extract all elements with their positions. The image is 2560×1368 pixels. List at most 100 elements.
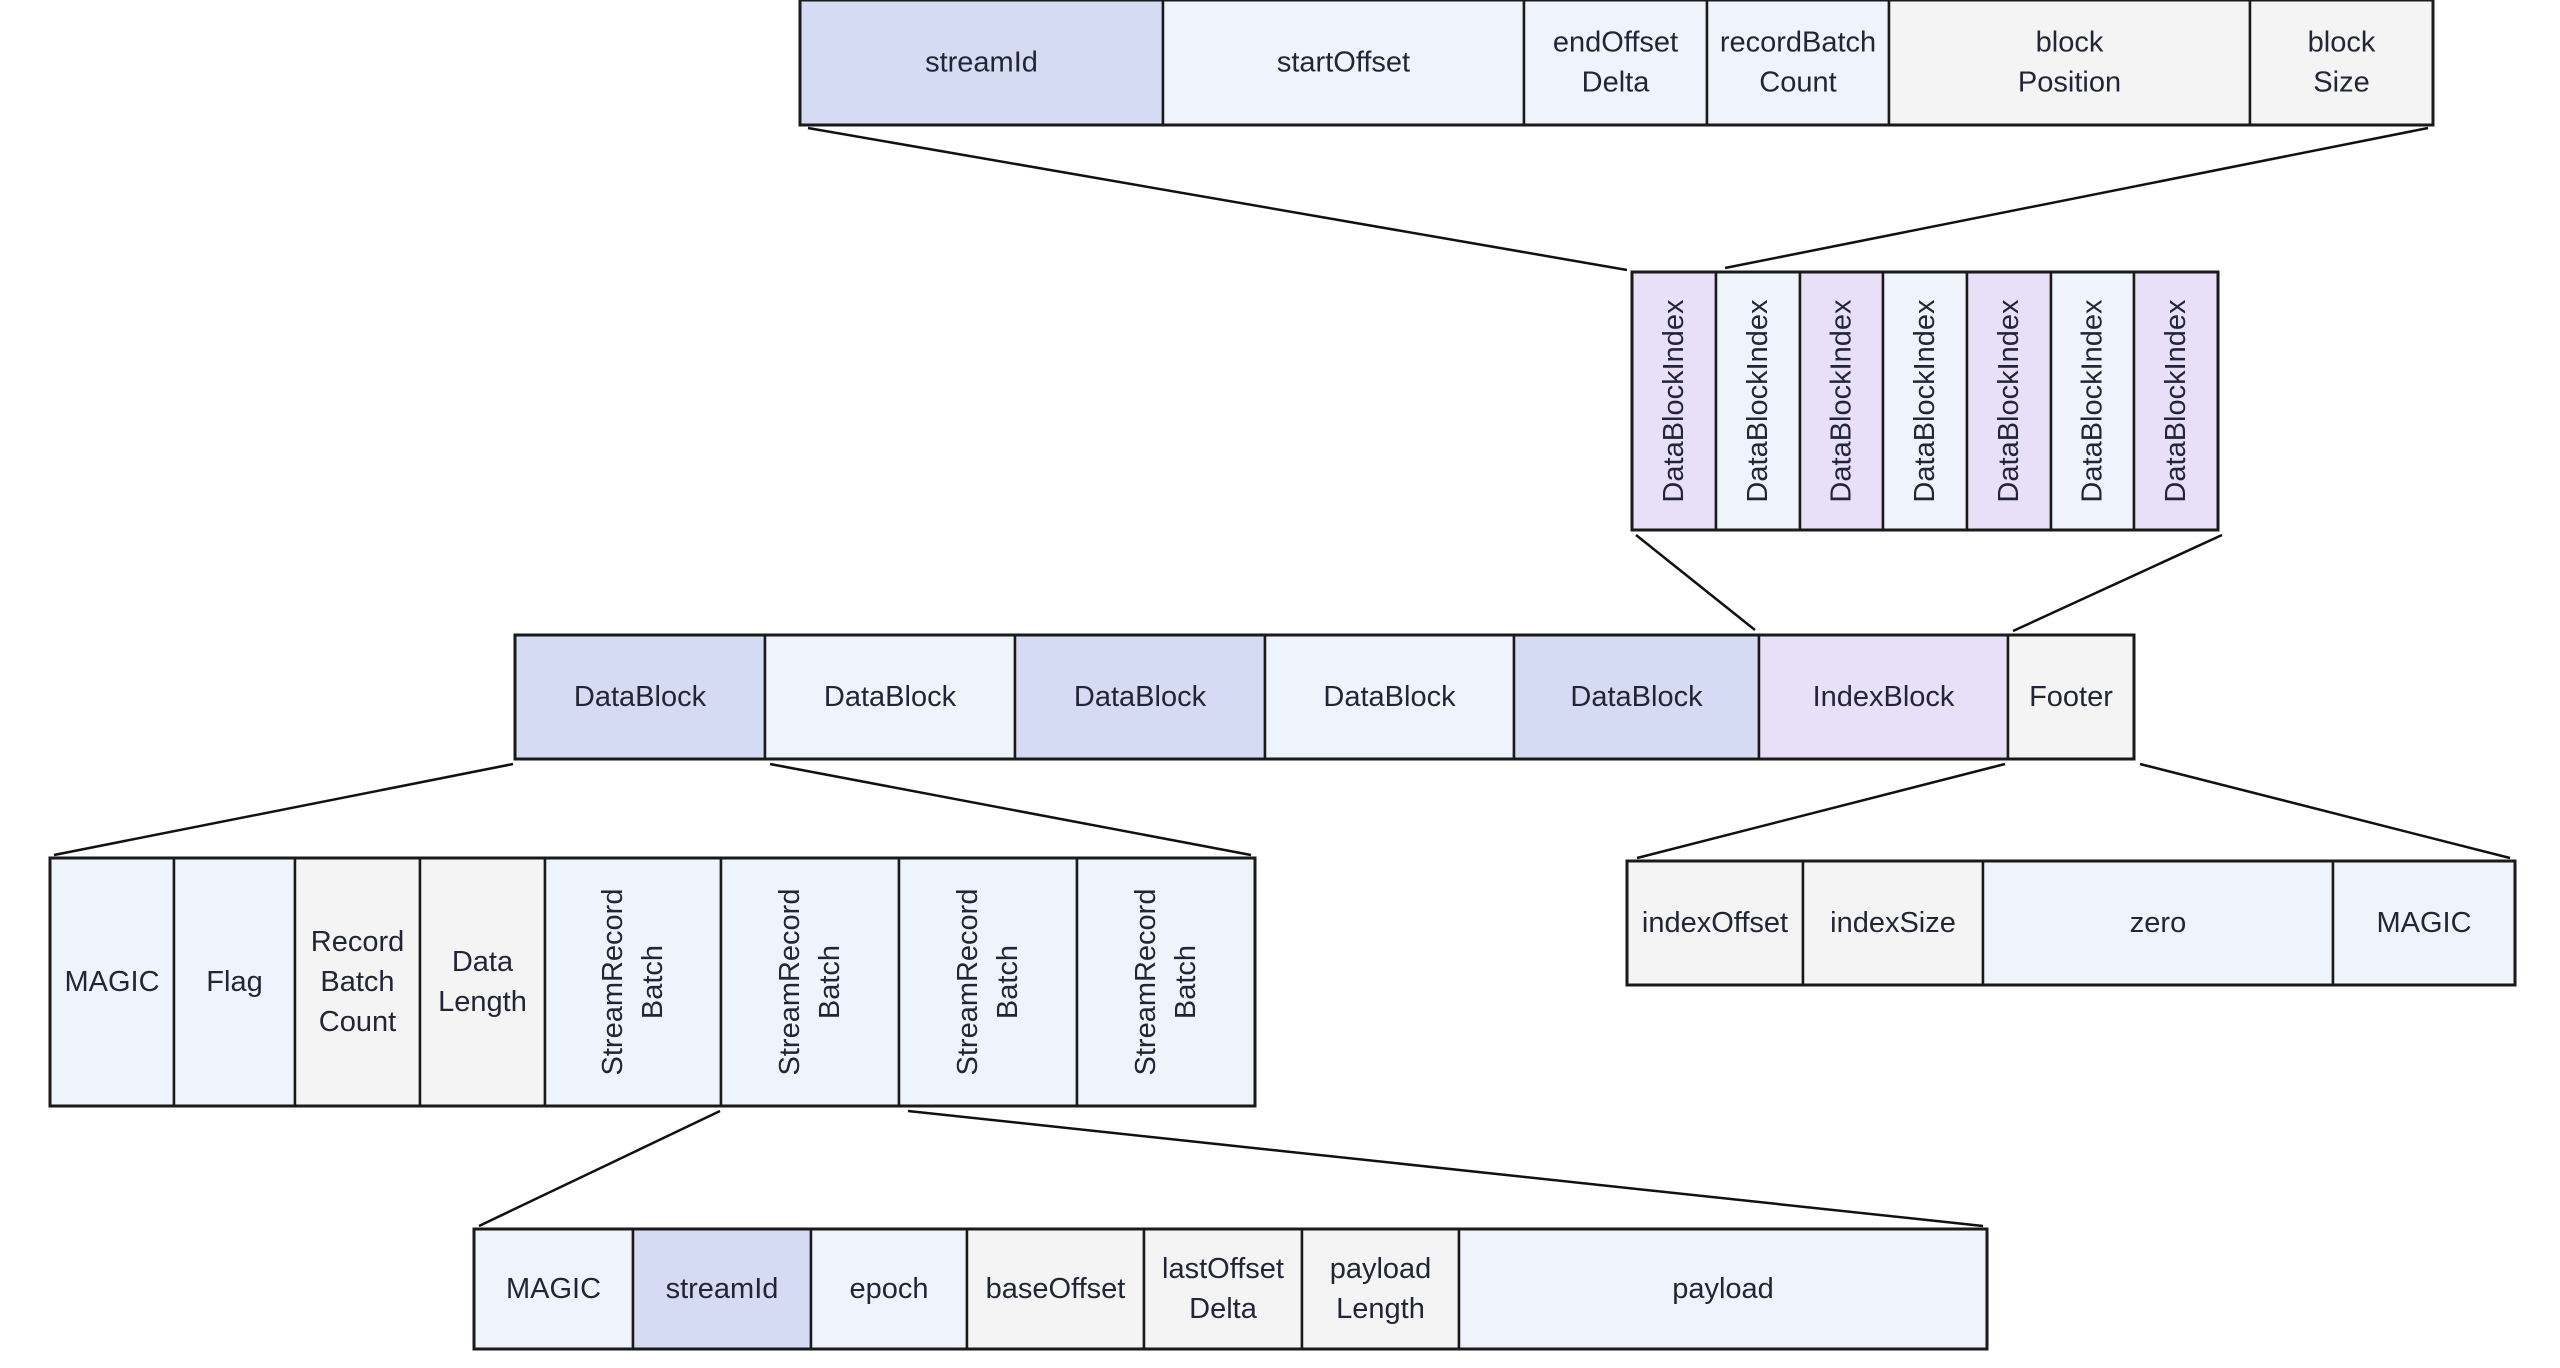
object-segment-box xyxy=(1757,633,2010,761)
index-entry-outline xyxy=(1630,270,2220,532)
object-segment-label: DataBlock xyxy=(574,681,707,713)
index-expansion-left xyxy=(1635,534,1756,631)
index-entry-box xyxy=(1965,270,2053,532)
object-segment-label: DataBlock xyxy=(1323,681,1456,713)
index-entry: DataBlockIndex xyxy=(2049,270,2136,532)
record-field-box xyxy=(1142,1227,1304,1351)
record-field-outline xyxy=(472,1227,1989,1351)
object-segment: Footer xyxy=(2006,633,2136,761)
object-segment: DataBlock xyxy=(1013,633,1267,761)
dbi-field-outline xyxy=(798,0,2435,127)
dbi-field-label: startOffset xyxy=(1277,47,1410,79)
record-field: baseOffset xyxy=(965,1227,1146,1351)
dbi-field: startOffset xyxy=(1161,0,1526,127)
index-entry: DataBlockIndex xyxy=(1630,270,1718,532)
dbi-field-box xyxy=(1887,0,2252,127)
data-block-field-box xyxy=(1075,856,1257,1108)
dbi-field-box xyxy=(1705,0,1891,127)
index-entry: DataBlockIndex xyxy=(1881,270,1969,532)
object-segment-box xyxy=(1263,633,1516,761)
record-field-label: payload xyxy=(1672,1273,1774,1305)
data-block-field-box xyxy=(48,856,176,1108)
footer-field-outline xyxy=(1625,859,2517,987)
footer-expansion-right xyxy=(2139,762,2511,860)
footer-field-label: indexOffset xyxy=(1642,907,1788,939)
data-block-field: MAGIC xyxy=(48,856,176,1108)
footer-field: indexOffset xyxy=(1625,859,1805,987)
record-field: MAGIC xyxy=(472,1227,635,1351)
record-field: payload xyxy=(1457,1227,1989,1351)
index-entry-label: DataBlockIndex xyxy=(1658,299,1690,503)
datablock-expansion-right xyxy=(769,762,1252,857)
index-entry: DataBlockIndex xyxy=(1714,270,1802,532)
record-field-box xyxy=(1457,1227,1989,1351)
record-field-label: baseOffset xyxy=(986,1273,1126,1305)
index-entry: DataBlockIndex xyxy=(2132,270,2220,532)
index-entry-label: DataBlockIndex xyxy=(1742,299,1774,503)
object-segment-label: IndexBlock xyxy=(1813,681,1955,713)
object-segment-outline xyxy=(513,633,2136,761)
footer-field: zero xyxy=(1981,859,2335,987)
record-field-box xyxy=(809,1227,969,1351)
dbi-expansion-left xyxy=(807,126,1628,272)
index-entry-label: DataBlockIndex xyxy=(1826,299,1858,503)
object-segment: DataBlock xyxy=(513,633,767,761)
object-segment-label: DataBlock xyxy=(1570,681,1703,713)
footer-field-label: MAGIC xyxy=(2376,907,2471,939)
object-layout-row: DataBlock DataBlock DataBlock DataBlock Data… xyxy=(513,633,2136,761)
dbi-field-box xyxy=(2248,0,2435,127)
index-entry: DataBlockIndex xyxy=(1798,270,1885,532)
dbi-field: streamId xyxy=(798,0,1165,127)
object-segment-label: DataBlock xyxy=(824,681,957,713)
footer-row: indexOffset indexSize zero MAGIC xyxy=(1625,859,2517,987)
record-field-label: streamId xyxy=(666,1273,779,1305)
index-expansion-right xyxy=(2012,533,2223,633)
data-block-field-box xyxy=(719,856,901,1108)
footer-field: indexSize xyxy=(1801,859,1985,987)
index-entry-label: DataBlockIndex xyxy=(2077,299,2109,503)
data-block-field: Flag xyxy=(172,856,297,1108)
object-segment: DataBlock xyxy=(763,633,1017,761)
data-block-field-box xyxy=(543,856,723,1108)
data-block-field-label: MAGIC xyxy=(64,966,159,998)
record-field: streamId xyxy=(631,1227,813,1351)
record-expansion-right xyxy=(907,1109,1984,1228)
index-entry-box xyxy=(2132,270,2220,532)
object-segment: IndexBlock xyxy=(1757,633,2010,761)
record-field: epoch xyxy=(809,1227,969,1351)
object-segment-box xyxy=(1512,633,1761,761)
dbi-field-box xyxy=(798,0,1165,127)
record-field-box xyxy=(1300,1227,1461,1351)
footer-field: MAGIC xyxy=(2331,859,2517,987)
datablock-expansion-left xyxy=(53,762,514,857)
data-block-field-outline xyxy=(48,856,1257,1108)
data-block-field-box xyxy=(418,856,547,1108)
index-entry: DataBlockIndex xyxy=(1965,270,2053,532)
dbi-field-label: streamId xyxy=(925,47,1038,79)
record-field-label: MAGIC xyxy=(506,1273,601,1305)
footer-field-label: indexSize xyxy=(1830,907,1956,939)
record-expansion-left xyxy=(478,1109,721,1228)
